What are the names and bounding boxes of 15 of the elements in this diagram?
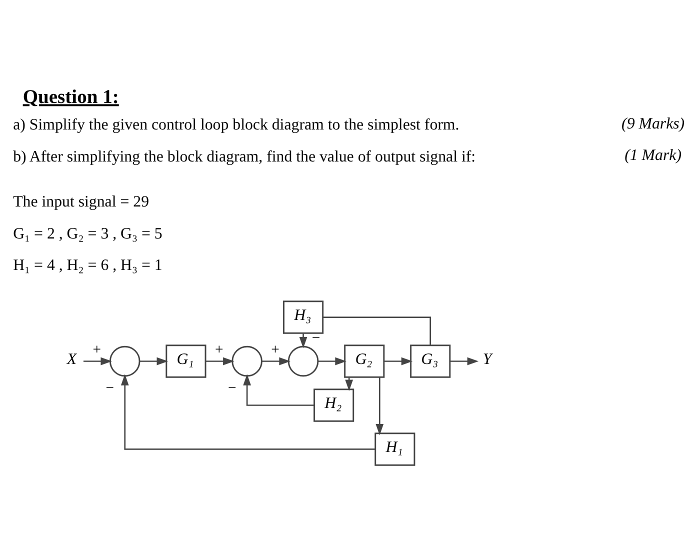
- label: a) Simplify the given control loop block diagram to the simplest form.: [13, 116, 460, 134]
- diagram-title: Question 1:: [22, 86, 119, 108]
- edge-label: +: [215, 342, 224, 358]
- edge-label: −: [106, 380, 114, 396]
- label: H₁ = 4 , H₂ = 6 , H₃ = 1: [13, 256, 162, 274]
- node-text: Y: [482, 350, 492, 368]
- label: (1 Mark): [624, 146, 682, 164]
- label: (9 Marks): [622, 114, 685, 132]
- edge-label: +: [92, 342, 101, 358]
- label: b) After simplifying the block diagram, find the value of output signal if:: [13, 148, 476, 165]
- label: The input signal = 29: [13, 193, 150, 210]
- node-text: X: [66, 350, 77, 368]
- edge-label: −: [228, 380, 236, 396]
- label: G₁ = 2 , G₂ = 3 , G₃ = 5: [13, 224, 162, 242]
- edge-label: +: [271, 342, 280, 358]
